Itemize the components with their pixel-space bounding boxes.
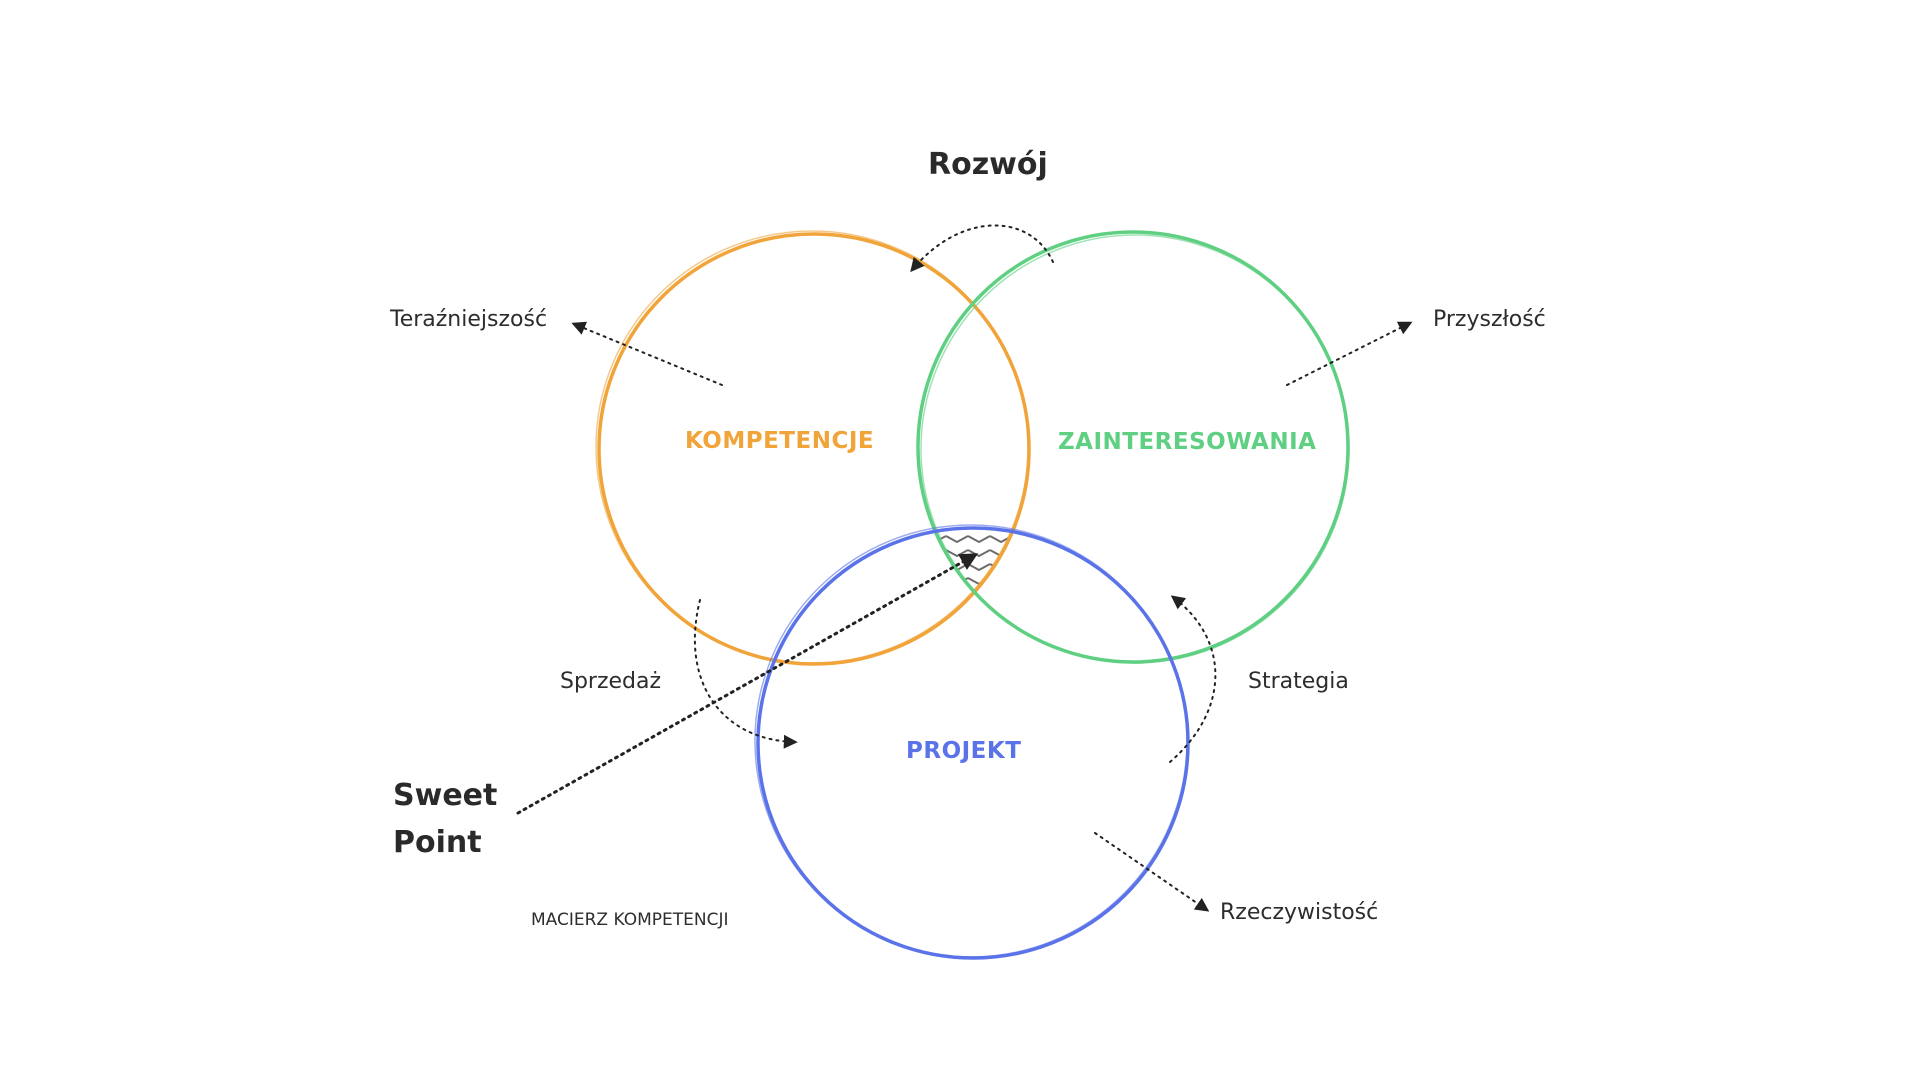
arrow-development bbox=[910, 224, 1054, 273]
circle-project bbox=[754, 524, 1190, 960]
sweet-point-line-1: Sweet bbox=[393, 778, 498, 813]
circle-competences bbox=[595, 230, 1031, 666]
label-interests: ZAINTERESOWANIA bbox=[1058, 429, 1317, 455]
label-project: PROJEKT bbox=[906, 738, 1022, 764]
diagram-title: Rozwój bbox=[928, 147, 1048, 182]
arrow-future bbox=[1286, 321, 1413, 386]
sweet-point-line-2: Point bbox=[393, 824, 482, 860]
annotation-present: Teraźniejszość bbox=[390, 307, 548, 332]
annotation-future: Przyszłość bbox=[1433, 307, 1546, 332]
arrow-sales bbox=[693, 599, 798, 749]
arrow-strategy bbox=[1169, 595, 1217, 763]
circle-interests bbox=[916, 230, 1350, 664]
sweet-point-label: Sweet Point bbox=[393, 773, 497, 866]
label-competences: KOMPETENCJE bbox=[685, 428, 875, 454]
arrow-sweet-point bbox=[516, 553, 979, 815]
arrow-present bbox=[571, 321, 723, 386]
footer-caption: MACIERZ KOMPETENCJI bbox=[531, 910, 729, 930]
annotation-reality: Rzeczywistość bbox=[1220, 900, 1379, 925]
annotation-strategy: Strategia bbox=[1248, 669, 1349, 694]
arrow-reality bbox=[1094, 832, 1210, 912]
annotation-sales: Sprzedaż bbox=[560, 669, 662, 694]
